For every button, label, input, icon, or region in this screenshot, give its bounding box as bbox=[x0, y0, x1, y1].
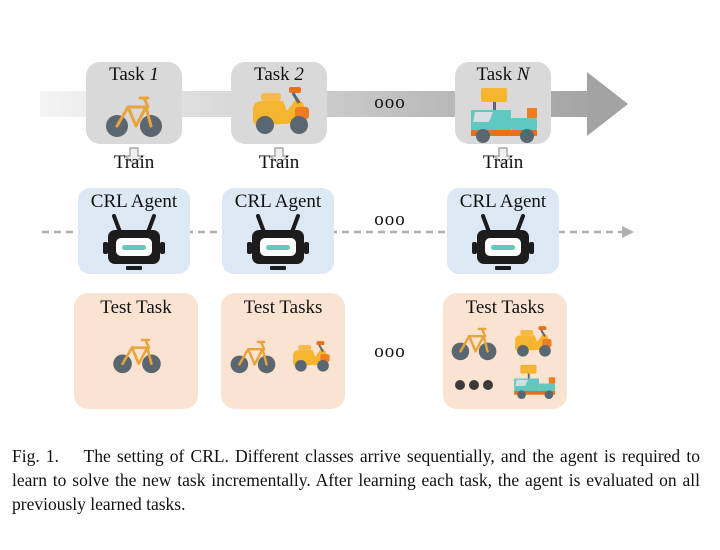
task-label-2: Task 2 bbox=[254, 64, 304, 85]
task-label-n: Task N bbox=[476, 64, 530, 85]
train-label-n: Train bbox=[482, 152, 524, 173]
test-label-2: Test Tasks bbox=[243, 297, 323, 318]
diagram-canvas bbox=[40, 62, 634, 409]
test-label-n: Test Tasks bbox=[465, 297, 545, 318]
ellipsis-top: ooo bbox=[374, 92, 406, 113]
dark-dots bbox=[455, 380, 493, 390]
figure-label: Fig. 1. bbox=[12, 446, 60, 466]
agent-label-1: CRL Agent bbox=[90, 191, 178, 212]
train-label-1: Train bbox=[113, 152, 155, 173]
agent-label-n: CRL Agent bbox=[459, 191, 547, 212]
task-label-1: Task 1 bbox=[109, 64, 159, 85]
test-label-1: Test Task bbox=[100, 297, 172, 318]
ellipsis-bottom: ooo bbox=[374, 341, 406, 362]
figure-caption: Fig. 1. The setting of CRL. Different cl… bbox=[12, 444, 700, 516]
crl-diagram: Task 1 Task 2 Task N ooo ooo ooo Train T… bbox=[40, 62, 634, 409]
train-label-2: Train bbox=[258, 152, 300, 173]
test-box-1 bbox=[74, 293, 198, 409]
test-box-2 bbox=[221, 293, 345, 409]
ellipsis-middle: ooo bbox=[374, 209, 406, 230]
agent-label-2: CRL Agent bbox=[234, 191, 322, 212]
caption-text: The setting of CRL. Different classes ar… bbox=[12, 446, 700, 514]
